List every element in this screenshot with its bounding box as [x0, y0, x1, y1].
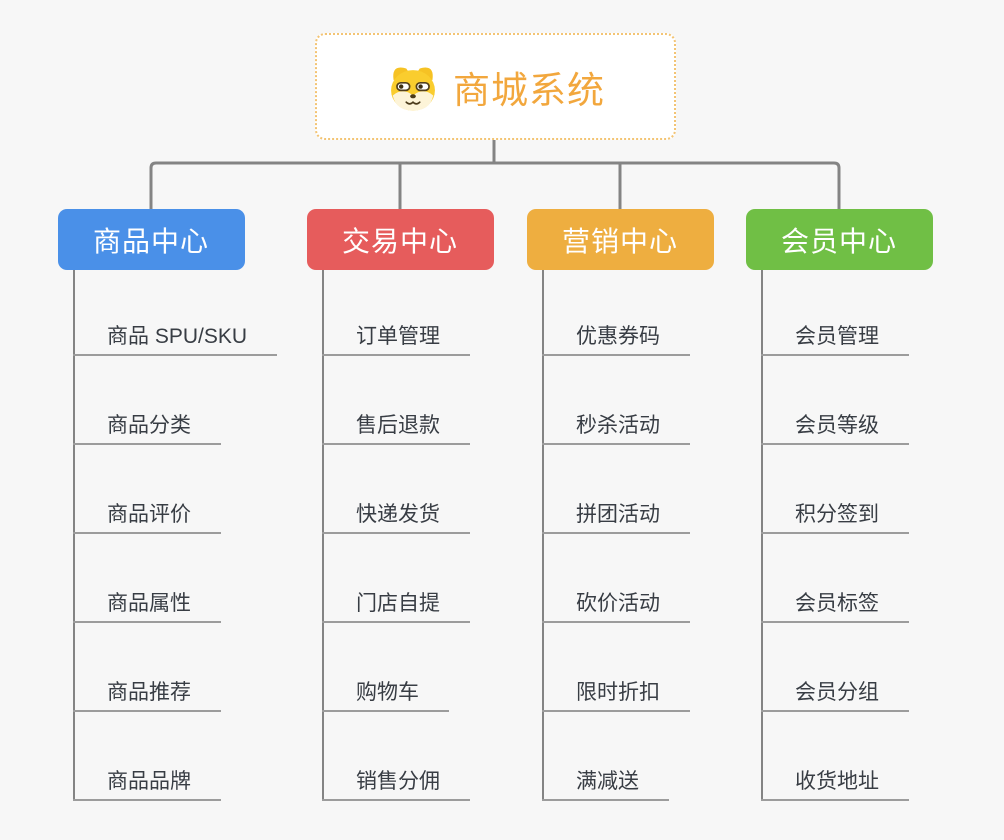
root-title: 商城系统 [453, 69, 605, 111]
branch-node-3[interactable]: 营销中心 [526, 209, 714, 270]
leaf-node[interactable]: 会员等级 [761, 411, 909, 445]
branch-node-2[interactable]: 交易中心 [306, 209, 494, 270]
leaf-node[interactable]: 限时折扣 [542, 678, 690, 712]
tree-connector-lines [149, 140, 841, 209]
leaf-node[interactable]: 商品 SPU/SKU [73, 322, 278, 356]
leaf-node[interactable]: 订单管理 [322, 322, 470, 356]
leaf-node[interactable]: 快递发货 [322, 500, 470, 534]
leaf-node[interactable]: 拼团活动 [542, 500, 690, 534]
root-node[interactable]: 商城系统 [315, 33, 676, 140]
branch-node-4[interactable]: 会员中心 [745, 209, 933, 270]
leaf-node[interactable]: 商品推荐 [73, 678, 221, 712]
leaf-node[interactable]: 积分签到 [761, 500, 909, 534]
leaf-node[interactable]: 收货地址 [761, 767, 909, 801]
leaf-node[interactable]: 商品评价 [73, 500, 221, 534]
leaf-node[interactable]: 商品分类 [73, 411, 221, 445]
leaf-node[interactable]: 购物车 [322, 678, 449, 712]
branch-label: 交易中心 [341, 225, 458, 257]
leaf-node[interactable]: 优惠券码 [542, 322, 690, 356]
leaf-node[interactable]: 门店自提 [322, 589, 470, 623]
leaf-node[interactable]: 秒杀活动 [542, 411, 690, 445]
branch-node-1[interactable]: 商品中心 [57, 209, 245, 270]
branch-label: 营销中心 [561, 225, 678, 257]
leaf-node[interactable]: 商品品牌 [73, 767, 221, 801]
leaf-node[interactable]: 会员管理 [761, 322, 909, 356]
dog-face-icon [386, 60, 440, 114]
branch-spine [761, 270, 763, 801]
leaf-node[interactable]: 会员标签 [761, 589, 909, 623]
leaf-node[interactable]: 会员分组 [761, 678, 909, 712]
leaf-node[interactable]: 售后退款 [322, 411, 470, 445]
leaf-node[interactable]: 砍价活动 [542, 589, 690, 623]
branch-spine [73, 270, 75, 801]
leaf-node[interactable]: 满减送 [542, 767, 669, 801]
branch-label: 商品中心 [92, 225, 209, 257]
leaf-node[interactable]: 销售分佣 [322, 767, 470, 801]
leaf-node[interactable]: 商品属性 [73, 589, 221, 623]
branch-label: 会员中心 [780, 225, 897, 257]
branch-spine [542, 270, 544, 801]
branch-spine [322, 270, 324, 801]
